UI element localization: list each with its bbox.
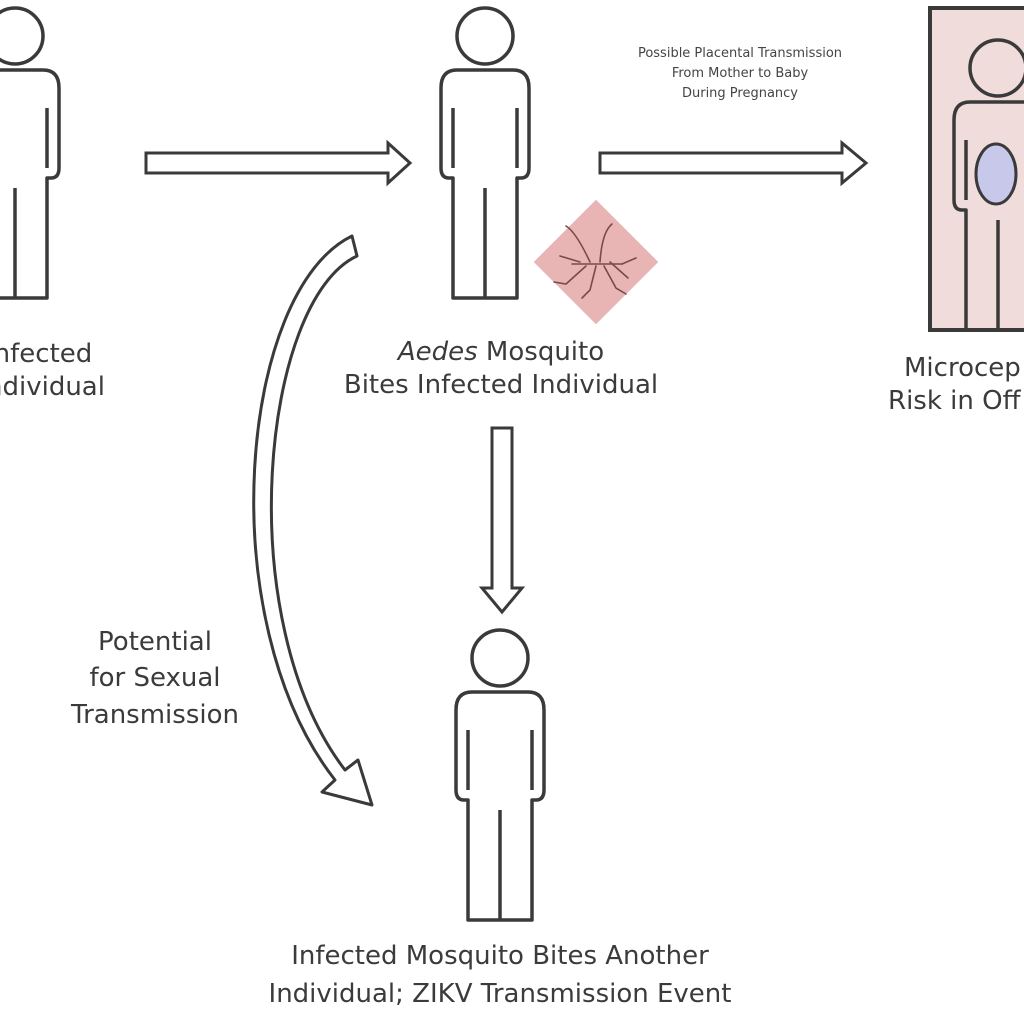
microcephaly-line1: Microcep [904,353,1021,383]
left-label-line1: Infected [0,339,93,369]
sexual-transmission-label: Potential for Sexual Transmission [60,624,250,733]
bottom-line1: Infected Mosquito Bites Another [291,941,709,971]
mosquito-bites-line1: Aedes Mosquito [315,336,687,369]
pregnant-person-icon [952,38,1024,332]
sexual-line1: Potential [98,627,212,657]
arrow-right-icon [144,139,413,187]
microcephaly-box [928,6,1024,332]
placental-line1: Possible Placental Transmission [637,46,843,61]
sexual-line3: Transmission [71,699,239,730]
mosquito-icon-top [533,199,659,325]
arrow-down-icon [478,426,526,615]
placental-transmission-label: Possible Placental Transmission From Mot… [595,44,885,104]
curved-arrow-icon [252,234,374,807]
mosquito-word: Mosquito [477,337,605,367]
person-icon-middle [439,6,531,300]
person-icon-bottom [454,628,546,922]
microcephaly-label: Microcep Risk in Off [888,352,1021,419]
sexual-line2: for Sexual [89,663,221,694]
bottom-line2: Individual; ZIKV Transmission Event [268,978,732,1009]
left-person-label: Infected ndividual [0,338,105,405]
mosquito-bites-label: Aedes Mosquito Bites Infected Individual [315,336,687,403]
microcephaly-line2: Risk in Off [888,386,1021,417]
left-label-line2: ndividual [0,372,105,403]
placental-line2: From Mother to Baby [671,66,809,82]
placental-line3: During Pregnancy [681,86,799,102]
aedes-italic: Aedes [397,337,478,367]
mosquito-bites-line2: Bites Infected Individual [343,370,659,401]
arrow-right-icon [598,139,869,187]
person-icon-left [0,6,61,300]
bottom-label: Infected Mosquito Bites Another Individu… [240,938,760,1013]
